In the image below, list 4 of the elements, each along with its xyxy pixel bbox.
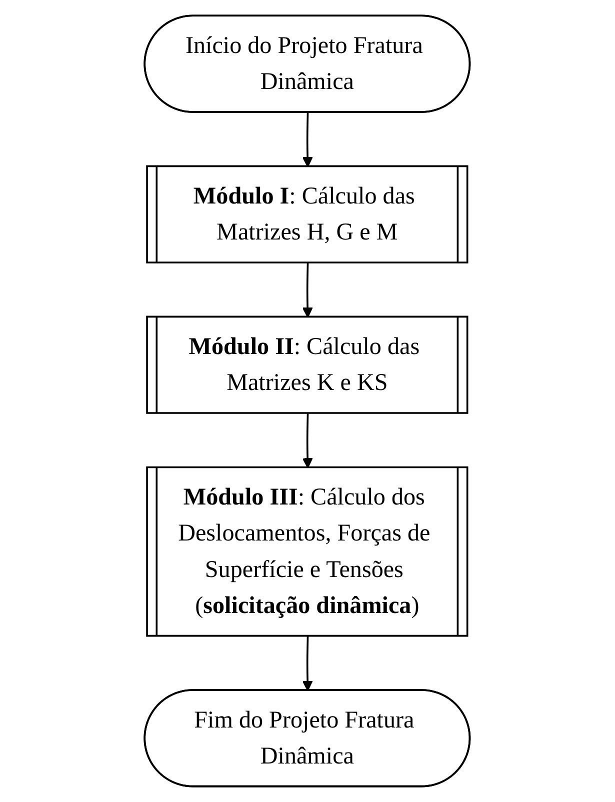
arrow <box>302 414 314 468</box>
arrow <box>302 636 314 692</box>
arrow <box>302 263 314 318</box>
arrow <box>302 112 314 168</box>
